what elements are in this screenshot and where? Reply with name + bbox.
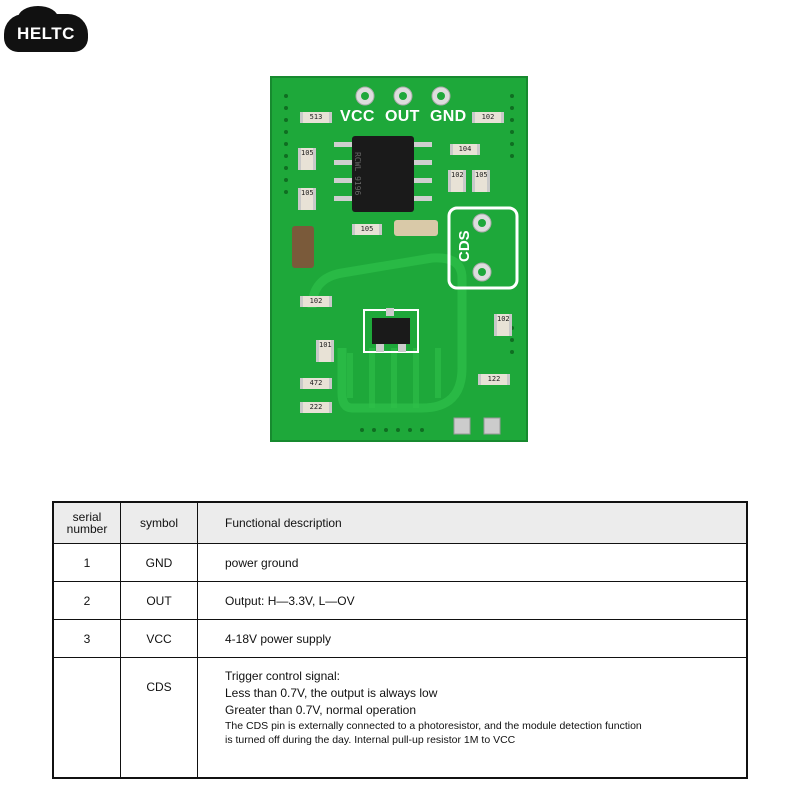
- description-note: The CDS pin is externally connected to a…: [225, 720, 642, 732]
- row-description: Output: H—3.3V, L—OV: [197, 581, 748, 620]
- component-label: 101: [316, 340, 334, 362]
- component-label: 222: [300, 402, 332, 413]
- row-description: Trigger control signal: Less than 0.7V, …: [197, 657, 748, 779]
- pin-label-gnd: GND: [430, 108, 467, 125]
- component-label: 105: [352, 224, 382, 235]
- table-row: 1 GND power ground: [52, 543, 748, 582]
- component-label: 105: [298, 188, 316, 210]
- component-label: 105: [298, 148, 316, 170]
- row-description: power ground: [197, 543, 748, 582]
- description-line: Less than 0.7V, the output is always low: [225, 686, 438, 700]
- row-symbol: CDS: [120, 657, 198, 779]
- pcb-board-image: 513 105 105 105 102 104 102 105 102 101 …: [270, 76, 528, 442]
- description-line: Greater than 0.7V, normal operation: [225, 703, 417, 717]
- pin-label-cds: CDS: [456, 230, 473, 262]
- table-row: 2 OUT Output: H—3.3V, L—OV: [52, 581, 748, 620]
- header-serial-number: serial number: [52, 501, 121, 544]
- row-number: [52, 657, 121, 779]
- brand-logo-text: HELTC: [17, 24, 75, 43]
- pin-function-table: serial number symbol Functional descript…: [52, 501, 748, 779]
- component-label: 472: [300, 378, 332, 389]
- header-functional-description: Functional description: [197, 501, 748, 544]
- row-description: 4-18V power supply: [197, 619, 748, 658]
- component-label: 105: [472, 170, 490, 192]
- component-label: 122: [478, 374, 510, 385]
- table-header-row: serial number symbol Functional descript…: [52, 501, 748, 544]
- component-label: 104: [450, 144, 480, 155]
- description-line: Trigger control signal:: [225, 669, 340, 683]
- row-symbol: GND: [120, 543, 198, 582]
- component-label: 102: [300, 296, 332, 307]
- component-label: 102: [448, 170, 466, 192]
- table-row: CDS Trigger control signal: Less than 0.…: [52, 657, 748, 779]
- row-number: 1: [52, 543, 121, 582]
- row-number: 3: [52, 619, 121, 658]
- header-symbol: symbol: [120, 501, 198, 544]
- header-serial-line1: serial: [72, 510, 102, 524]
- chip-marking: RCWL 9196: [353, 152, 362, 196]
- row-number: 2: [52, 581, 121, 620]
- description-note: is turned off during the day. Internal p…: [225, 734, 516, 746]
- table-row: 3 VCC 4-18V power supply: [52, 619, 748, 658]
- component-label: 513: [300, 112, 332, 123]
- pcb-traces: [284, 86, 519, 435]
- pin-label-out: OUT: [385, 108, 420, 125]
- brand-logo: HELTC: [4, 6, 88, 52]
- row-symbol: VCC: [120, 619, 198, 658]
- component-label: 102: [494, 314, 512, 336]
- pin-label-vcc: VCC: [340, 108, 375, 125]
- component-label: 102: [472, 112, 504, 123]
- row-symbol: OUT: [120, 581, 198, 620]
- header-serial-line2: number: [66, 522, 108, 536]
